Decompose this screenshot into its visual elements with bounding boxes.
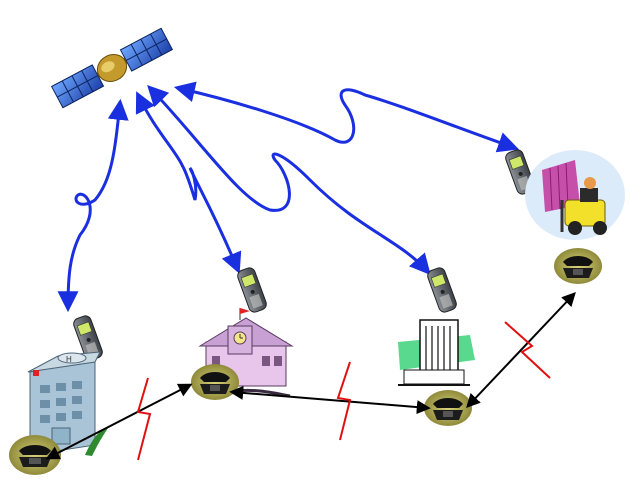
office-tower-icon bbox=[398, 319, 475, 386]
svg-text:H: H bbox=[66, 355, 72, 364]
mobile-phone-school bbox=[237, 267, 267, 313]
desk-phone-hospital bbox=[9, 435, 61, 475]
satellite-icon bbox=[50, 27, 174, 109]
forklift-warehouse-icon bbox=[525, 150, 625, 240]
break-mark-hospital-school bbox=[136, 377, 152, 461]
break-marks bbox=[136, 321, 551, 461]
landline-links bbox=[45, 291, 576, 460]
landline-office-forklift bbox=[466, 291, 576, 409]
break-mark-school-office bbox=[336, 361, 352, 441]
desk-phone-forklift bbox=[554, 248, 602, 284]
desk-phone-office bbox=[424, 390, 472, 426]
break-mark-office-forklift bbox=[504, 321, 551, 379]
mobile-phone-office bbox=[427, 267, 457, 313]
satellite-link-hospital bbox=[57, 98, 129, 313]
landline-hospital-school bbox=[45, 383, 193, 460]
satellite-links bbox=[57, 81, 519, 313]
landline-school-office bbox=[229, 385, 431, 415]
satellite-link-office bbox=[147, 84, 431, 276]
desk-phone-school bbox=[191, 364, 239, 400]
satellite-link-forklift bbox=[173, 81, 519, 153]
satellite-link-school bbox=[135, 91, 242, 274]
